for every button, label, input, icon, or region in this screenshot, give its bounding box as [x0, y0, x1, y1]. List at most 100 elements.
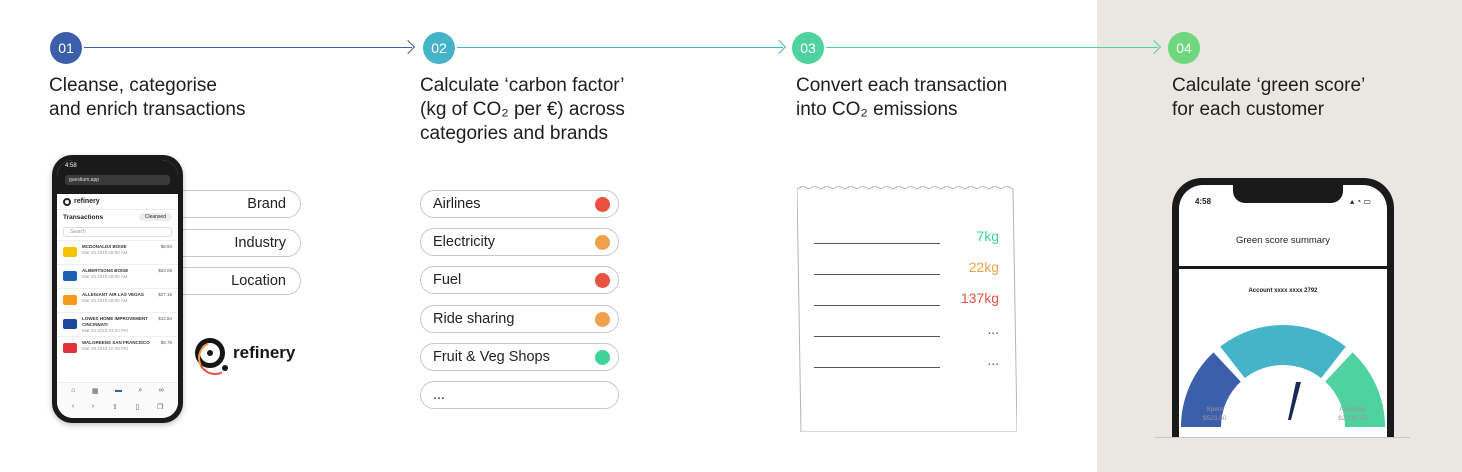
- status-icons: ▴ ◔ ▭: [1350, 197, 1371, 206]
- carbon-factor-dot-icon: [595, 311, 610, 327]
- grid-icon[interactable]: ▦: [91, 388, 99, 395]
- app-header: refinery: [57, 194, 178, 210]
- carbon-factor-dot-icon: [595, 197, 610, 212]
- category-pill: ...: [420, 381, 619, 409]
- status-bar: 4:58 ▴ ◔ ▭: [1179, 185, 1387, 215]
- spent-label: Spent$523.50: [1203, 406, 1227, 422]
- transaction-date: Mar 10 2019 09:50 AM: [82, 250, 128, 255]
- emission-value: ...: [987, 352, 999, 368]
- transaction-line: [814, 336, 940, 337]
- status-time: 4:58: [65, 163, 77, 169]
- forward-icon[interactable]: ›: [91, 403, 95, 410]
- step-2-badge: 02: [423, 32, 455, 64]
- green-score-gauge: [1181, 325, 1385, 427]
- search-icon[interactable]: ⌕: [138, 387, 143, 394]
- emission-value: 7kg: [976, 228, 999, 244]
- category-label: Ride sharing: [433, 310, 515, 327]
- home-icon[interactable]: ⌂: [71, 387, 76, 394]
- transaction-line: [814, 367, 940, 368]
- app-name: refinery: [74, 198, 100, 205]
- transaction-date: Mar 10 2019 03:23 PM: [82, 328, 128, 333]
- status-time: 4:58: [1195, 197, 1212, 206]
- merchant-name: LOWES HOME IMPROVEMENT CINCINNATI: [82, 316, 149, 327]
- transaction-amount: $8.78: [160, 340, 172, 345]
- merchant-name: MCDONALDS BOISE: [82, 244, 127, 249]
- arrow-2-to-3: [457, 47, 783, 49]
- transaction-amount: $8.50: [160, 244, 172, 249]
- transactions-header: Transactions Cleansed: [57, 210, 178, 224]
- transaction-amount: $53.08: [158, 268, 172, 273]
- transactions-screen: 4:58 guestium.app refinery Transactions …: [57, 160, 178, 418]
- emission-value: 22kg: [968, 259, 999, 275]
- phone-bottom-bar: ⌂ ▦ ▬ ⌕ ∞ ‹ › ⇧ ▯ ❐: [57, 382, 178, 418]
- green-score-screen: 4:58 ▴ ◔ ▭ Green score summary Account x…: [1179, 185, 1387, 438]
- merchant-logo-icon: [63, 343, 77, 353]
- transaction-date: Mar 10 2019 09:05 AM: [82, 298, 128, 303]
- transaction-row[interactable]: LOWES HOME IMPROVEMENT CINCINNATI Mar 10…: [57, 312, 178, 336]
- account-number: Account xxxx xxxx 2792: [1248, 288, 1318, 294]
- back-icon[interactable]: ‹: [71, 403, 75, 410]
- refinery-logo: refinery: [193, 336, 295, 380]
- carbon-factor-dot-icon: [595, 349, 610, 365]
- category-pill: Fuel: [420, 266, 619, 295]
- floor-line: [1155, 437, 1410, 438]
- transaction-row[interactable]: MCDONALDS BOISE Mar 10 2019 09:50 AM $8.…: [57, 240, 178, 264]
- arrow-1-to-2: [84, 47, 412, 49]
- category-label: Fuel: [433, 272, 462, 289]
- carbon-factor-dot-icon: [595, 273, 610, 289]
- gauge-segment: [1325, 352, 1385, 427]
- transaction-date: Mar 09 2019 10:28 PM: [82, 346, 128, 351]
- category-label: Airlines: [433, 196, 481, 212]
- step-3-badge: 03: [792, 32, 824, 64]
- transaction-row[interactable]: WALGREENS SAN FRANCISCO Mar 09 2019 10:2…: [57, 336, 178, 360]
- card-icon[interactable]: ▬: [114, 387, 122, 394]
- tabs-icon[interactable]: ❐: [156, 404, 164, 411]
- green-score-title: Green score summary: [1179, 215, 1387, 269]
- step-2-title: Calculate ‘carbon factor’ (kg of CO₂ per…: [420, 75, 625, 144]
- carbon-factor-dot-icon: [595, 235, 610, 251]
- category-label: Electricity: [433, 234, 496, 251]
- link-icon[interactable]: ∞: [158, 387, 164, 394]
- emission-value: ...: [987, 321, 999, 337]
- transaction-amount: $27.16: [158, 292, 172, 297]
- browser-bar: 4:58 guestium.app: [57, 160, 178, 194]
- cleansed-toggle[interactable]: Cleansed: [138, 213, 172, 221]
- emission-value: 137kg: [960, 290, 999, 306]
- transaction-list: MCDONALDS BOISE Mar 10 2019 09:50 AM $8.…: [57, 240, 178, 360]
- transactions-phone: 4:58 guestium.app refinery Transactions …: [52, 155, 183, 423]
- merchant-logo-icon: [63, 271, 77, 281]
- transaction-line: [814, 243, 940, 244]
- category-pill: Airlines: [420, 190, 619, 218]
- emissions-receipt: 7kg 22kg 137kg......: [797, 186, 1017, 432]
- transaction-row[interactable]: ALLEGIANT AIR LAS VEGAS Mar 10 2019 09:0…: [57, 288, 178, 312]
- url-bar[interactable]: guestium.app: [65, 175, 170, 185]
- receipt-paper: [797, 186, 1017, 432]
- merchant-logo-icon: [63, 247, 77, 257]
- transaction-date: Mar 10 2019 09:05 AM: [82, 274, 128, 279]
- search-input[interactable]: Search: [63, 227, 172, 237]
- book-icon[interactable]: ▯: [135, 404, 140, 411]
- merchant-name: ALBERTSONS BOISE: [82, 268, 129, 273]
- gauge-needle: [1288, 382, 1301, 420]
- merchant-logo-icon: [63, 319, 77, 329]
- share-icon[interactable]: ⇧: [111, 404, 118, 411]
- category-pill: Fruit & Veg Shops: [420, 342, 619, 371]
- category-pill: Ride sharing: [420, 304, 619, 333]
- category-label: ...: [433, 387, 446, 403]
- step-1-badge: 01: [50, 32, 82, 64]
- step-4-badge: 04: [1168, 32, 1200, 64]
- phone-notch: [1233, 185, 1343, 203]
- transaction-line: [814, 305, 940, 306]
- step-4-title: Calculate ‘green score’ for each custome…: [1172, 75, 1366, 120]
- refinery-small-logo-icon: [63, 197, 71, 206]
- transaction-row[interactable]: ALBERTSONS BOISE Mar 10 2019 09:05 AM $5…: [57, 264, 178, 288]
- category-pill: Electricity: [420, 228, 619, 257]
- merchant-name: WALGREENS SAN FRANCISCO: [82, 340, 150, 345]
- green-score-phone: 4:58 ▴ ◔ ▭ Green score summary Account x…: [1172, 178, 1394, 438]
- merchant-logo-icon: [63, 295, 77, 305]
- transaction-amount: $12.84: [158, 316, 172, 321]
- screen-title: Transactions: [63, 213, 104, 221]
- available-label: Available$2,230.50: [1338, 406, 1367, 422]
- refinery-logo-icon: [193, 336, 237, 380]
- transaction-line: [814, 274, 940, 275]
